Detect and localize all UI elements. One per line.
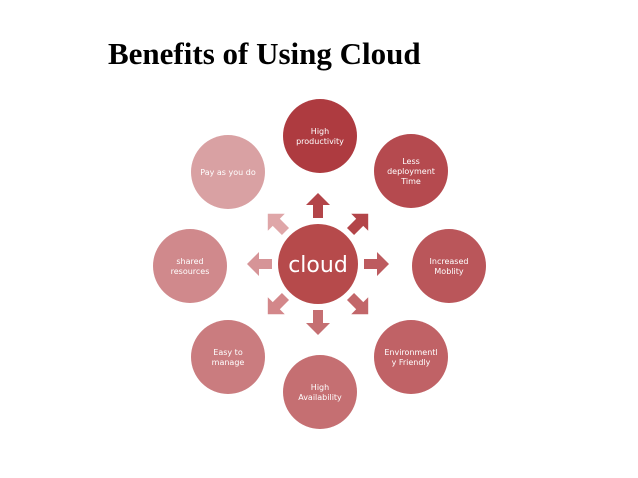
arrow-to-high-availability [306, 310, 330, 335]
node-circle [283, 99, 357, 173]
node-label: High [311, 127, 329, 136]
node-label: y Friendly [392, 358, 431, 367]
node-circle [374, 134, 448, 208]
arrow-to-environment-friendly [346, 292, 369, 315]
center-label: cloud [288, 253, 348, 278]
node-label: Easy to [213, 348, 243, 357]
node-circle [374, 320, 448, 394]
node-label: Less [402, 157, 420, 166]
node-circle [153, 229, 227, 303]
arrows-group [247, 193, 389, 335]
center-node: cloud [278, 224, 358, 304]
arrow-to-pay-as-you-do [267, 213, 290, 236]
node-label: deployment [387, 167, 435, 176]
node-label: Availability [298, 393, 342, 402]
arrow-to-easy-to-manage [267, 292, 290, 315]
nodes-group: HighproductivityLessdeploymentTimeIncrea… [153, 99, 486, 429]
node-label: Moblity [434, 267, 463, 276]
node-label: Time [400, 177, 421, 186]
slide-title: Benefits of Using Cloud [108, 36, 421, 71]
node-circle [412, 229, 486, 303]
center-circle [278, 224, 358, 304]
arrow-to-shared-resources [247, 252, 272, 276]
node-circle [283, 355, 357, 429]
arrow-to-high-productivity [306, 193, 330, 218]
node-label: manage [212, 358, 245, 367]
node-label: productivity [296, 137, 344, 146]
node-label: Pay as you do [200, 168, 256, 177]
node-circle [191, 135, 265, 209]
node-pay-as-you-do: Pay as you do [191, 135, 265, 209]
node-label: Environmentl [384, 348, 437, 357]
node-label: shared [176, 257, 203, 266]
arrow-to-less-deployment-time [346, 213, 369, 236]
arrow-to-increased-mobility [364, 252, 389, 276]
node-label: High [311, 383, 329, 392]
node-label: resources [171, 267, 210, 276]
node-label: Increased [430, 257, 469, 266]
node-circle [191, 320, 265, 394]
